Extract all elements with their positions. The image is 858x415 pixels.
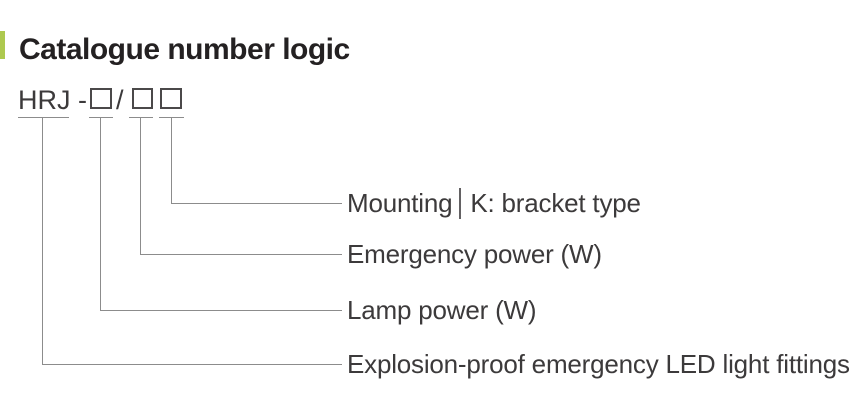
label-emergency-power: Emergency power (W): [347, 239, 602, 269]
code-slash: /: [116, 85, 124, 115]
underline-mounting: [159, 116, 184, 118]
label-mounting-detail: K: bracket type: [470, 187, 641, 218]
label-lamp-power: Lamp power (W): [347, 294, 537, 325]
connector-line-mounting: [170, 118, 342, 204]
label-product-family: Explosion-proof emergency LED light fitt…: [347, 348, 850, 379]
connector-line-emergency-power: [140, 118, 342, 255]
underline-emergency-power: [129, 116, 153, 118]
underline-lamp-power: [89, 116, 113, 118]
page-title: Catalogue number logic: [19, 33, 350, 66]
title-accent-bar: [0, 31, 5, 59]
label-separator-bar: [459, 187, 462, 219]
connector-line-lamp-power: [99, 118, 342, 311]
code-prefix: HRJ -: [18, 85, 87, 115]
connector-line-product-family: [42, 118, 342, 365]
digit-box-emergency-power: [131, 87, 153, 109]
digit-box-mounting: [160, 87, 182, 109]
label-mounting-text: Mounting: [347, 187, 453, 218]
underline-prefix: [17, 116, 69, 118]
digit-box-lamp-power: [90, 87, 112, 109]
label-mounting: Mounting K: bracket type: [347, 186, 641, 220]
